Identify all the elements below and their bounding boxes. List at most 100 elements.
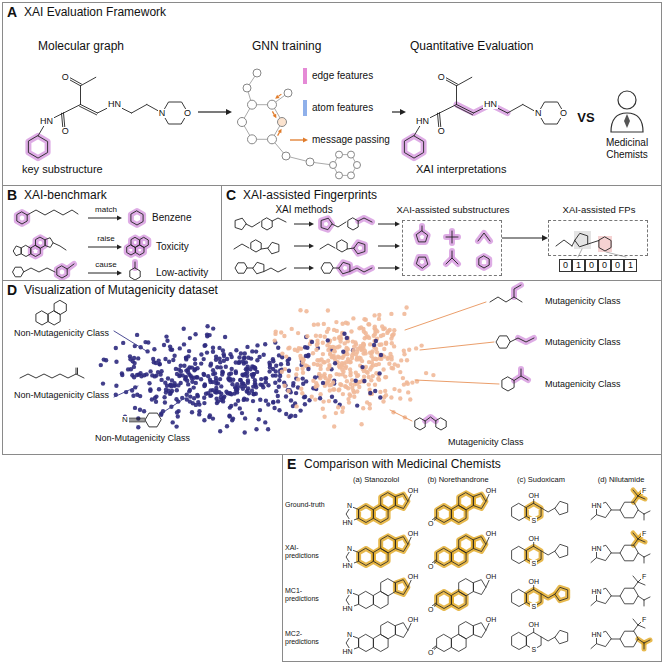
scatter-point <box>289 398 293 402</box>
highlight-halo <box>28 136 47 158</box>
ring-bond <box>28 136 47 158</box>
bond-line <box>644 643 645 649</box>
highlight-halo <box>633 533 638 539</box>
bond-line <box>129 418 145 419</box>
bond-line <box>247 268 253 269</box>
scatter-point <box>208 413 212 417</box>
box-heading: XAI-assisted FPs <box>541 205 657 216</box>
scatter-point <box>280 351 284 355</box>
scatter-point <box>291 381 295 385</box>
scatter-point <box>366 334 370 338</box>
bond-line <box>638 539 645 542</box>
class-label: Non-Mutagenicity Class <box>14 390 109 400</box>
scatter-point <box>163 381 167 385</box>
bond-line <box>541 594 555 598</box>
bond-line <box>451 549 466 566</box>
scatter-point <box>272 406 276 410</box>
bond-line <box>459 579 474 596</box>
bond-line <box>80 106 97 115</box>
bond-line <box>381 579 396 596</box>
graph-atom <box>253 69 261 77</box>
bond-line <box>611 510 620 511</box>
scatter-point <box>328 352 332 356</box>
chain-bond <box>425 417 436 421</box>
scatter-point <box>168 344 172 348</box>
scatter-point <box>392 387 396 391</box>
scatter-point <box>321 360 325 364</box>
highlight-halo <box>358 218 372 222</box>
scatter-point <box>380 324 384 328</box>
highlight-halo <box>642 643 647 649</box>
bond-line <box>437 592 452 609</box>
bond-line <box>457 105 474 114</box>
message-arrow <box>278 94 281 96</box>
scatter-point <box>175 388 179 392</box>
scatter-point <box>298 308 302 312</box>
scatter-point <box>228 352 232 356</box>
bond-line <box>437 635 452 652</box>
scatter-point <box>339 383 343 387</box>
scatter-point <box>178 346 182 350</box>
bond-line <box>512 633 527 650</box>
scatter-point <box>310 340 314 344</box>
bond-line <box>555 501 568 514</box>
highlight-halo <box>140 238 149 248</box>
scatter-point <box>136 425 140 429</box>
scatter-point <box>368 351 372 355</box>
atom-label: OH <box>407 616 420 623</box>
scatter-point <box>193 367 197 371</box>
scatter-point <box>271 400 275 404</box>
graph-atom <box>248 135 257 144</box>
scatter-point <box>171 420 175 424</box>
message-arrow <box>272 111 274 114</box>
scatter-point <box>368 342 372 346</box>
leader-line <box>162 398 185 413</box>
chain-bond <box>452 251 453 258</box>
highlight-halo <box>457 105 508 114</box>
scatter-point <box>224 390 228 394</box>
ring-bond <box>496 336 510 348</box>
connector-arrow <box>502 235 548 241</box>
atom-label: OH <box>485 616 498 623</box>
edge-feature-bar <box>303 68 307 84</box>
scatter-point <box>379 353 383 357</box>
atom-label: HN <box>415 117 430 126</box>
atom-label: HN <box>591 588 603 595</box>
class-label: Mutagenicity Class <box>545 379 621 389</box>
ring-bond <box>354 242 365 253</box>
bond-line <box>633 576 638 582</box>
chain-bond <box>320 244 335 249</box>
panel-letter: A <box>7 4 17 20</box>
scatter-point <box>387 362 391 366</box>
ring-bond <box>130 268 140 280</box>
ring-bond <box>54 301 66 315</box>
ring-bond <box>321 263 333 273</box>
highlight-layer <box>17 105 650 650</box>
bond-line <box>611 553 620 554</box>
panel-box: AXAI Evaluation Framework <box>2 2 662 186</box>
scatter-point <box>392 344 396 348</box>
scatter-point <box>344 364 348 368</box>
ring-bond <box>36 237 46 248</box>
scatter-point <box>188 399 192 403</box>
bond-line <box>644 511 650 514</box>
scatter-point <box>185 379 189 383</box>
person-icon <box>618 91 636 109</box>
scatter-point <box>325 381 329 385</box>
bond-line <box>633 533 638 539</box>
chain-bond <box>272 218 286 222</box>
class-label: Toxicity <box>156 241 189 253</box>
bond-line <box>633 619 638 625</box>
scatter-point <box>373 357 377 361</box>
scatter-point <box>344 321 348 325</box>
scatter-point <box>242 361 246 365</box>
leader-line <box>114 331 148 352</box>
scatter-point <box>139 374 143 378</box>
bond-line <box>129 421 145 422</box>
scatter-point <box>208 380 212 384</box>
graph-atom <box>278 118 287 127</box>
highlight-halo <box>633 490 638 496</box>
scatter-point <box>299 387 303 391</box>
scatter-point <box>364 370 368 374</box>
scatter-point <box>318 392 322 396</box>
